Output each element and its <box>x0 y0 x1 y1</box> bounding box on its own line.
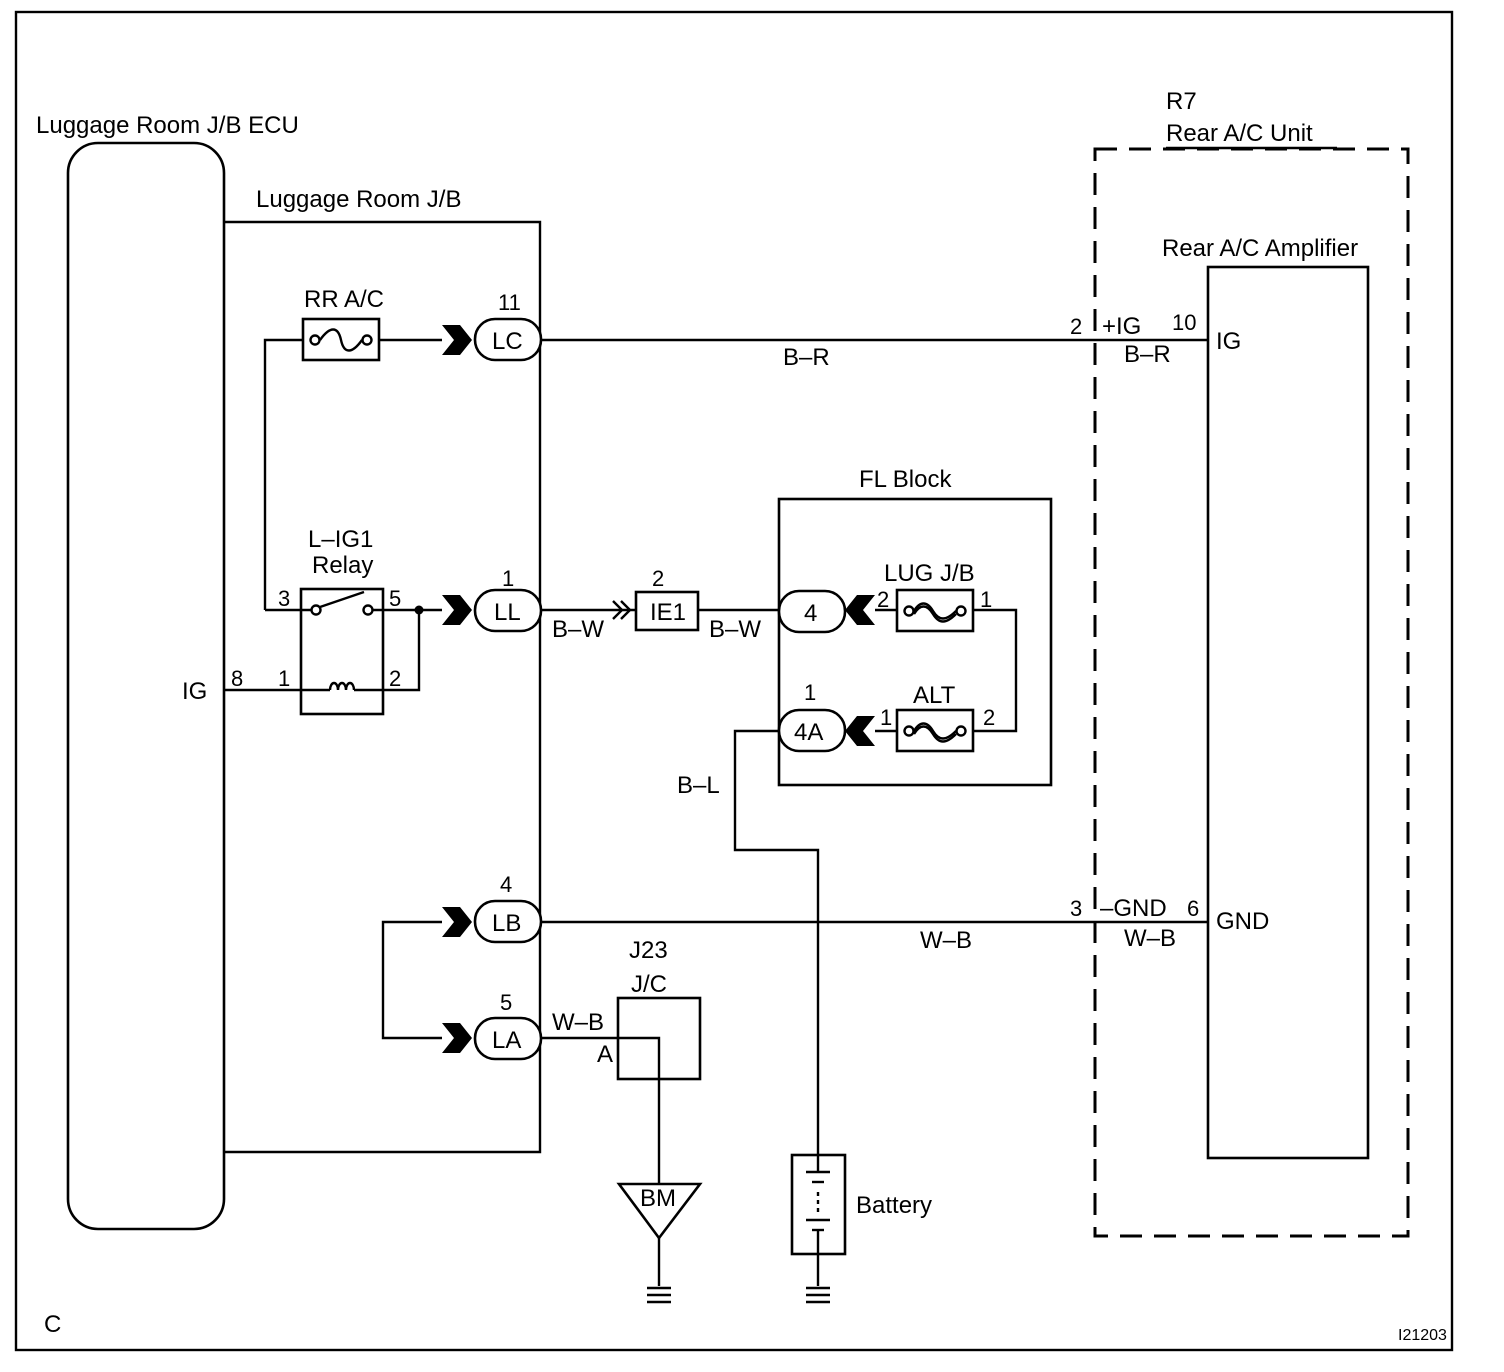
bm-ground-point-icon <box>616 1182 703 1241</box>
r7-unit-dashed-box <box>1093 147 1410 1238</box>
alt-pin-right: 2 <box>983 705 995 730</box>
battery-cells-icon <box>806 1155 830 1254</box>
j23-pin-a: A <box>597 1041 613 1068</box>
r7-ig-terminal: +IG <box>1102 313 1141 340</box>
r7-code: R7 <box>1166 88 1197 115</box>
relay-title-line1: L–IG1 <box>308 526 373 553</box>
relay-box <box>299 587 385 716</box>
fl-connector-4a-label: 4A <box>794 719 823 746</box>
connector-la-label: LA <box>492 1027 521 1054</box>
r7-br-label: B–R <box>1124 341 1171 368</box>
fusible-link-lug-jb <box>895 588 975 633</box>
j23-title-line2: J/C <box>631 971 667 998</box>
connector-lb-label: LB <box>492 910 521 937</box>
connector-lc-label: LC <box>492 328 523 355</box>
battery-label: Battery <box>856 1192 932 1219</box>
relay-title-line2: Relay <box>312 552 373 579</box>
alt-label: ALT <box>913 682 956 709</box>
r7-title: Rear A/C Unit <box>1166 120 1313 147</box>
amplifier-box <box>1206 265 1370 1160</box>
bm-ground-icon <box>647 1238 671 1304</box>
ie1-pin: 2 <box>652 566 664 591</box>
fuse-rr-ac <box>301 317 381 362</box>
connector-la-arrow-icon <box>442 1023 472 1053</box>
relay-switch-icon <box>265 590 442 616</box>
fl-connector-4a-arrow-icon <box>845 716 875 746</box>
wire-br-label: B–R <box>783 344 830 371</box>
wire-wb-label: W–B <box>920 927 972 954</box>
outer-frame <box>14 10 1454 1352</box>
ecu-box <box>66 141 226 1231</box>
fl-connector-4 <box>777 589 847 634</box>
bm-label: BM <box>640 1185 676 1212</box>
relay-pin8: 8 <box>231 666 243 691</box>
wire-bw-right-label: B–W <box>709 616 761 643</box>
lug-jb-label: LUG J/B <box>884 560 975 587</box>
ecu-title: Luggage Room J/B ECU <box>36 112 299 139</box>
connector-ll-pin: 1 <box>502 566 514 591</box>
fusible-link-alt <box>895 708 975 753</box>
r7-ig-pin-left: 2 <box>1070 314 1082 339</box>
relay-pin3: 3 <box>278 586 290 611</box>
wire-bw-left-label: B–W <box>552 616 604 643</box>
corner-label: C <box>44 1311 61 1338</box>
fuse-rr-ac-label: RR A/C <box>304 286 384 313</box>
wire-relay-coil-return <box>383 610 421 692</box>
jb-box <box>224 220 542 1154</box>
connector-lb-arrow-icon <box>442 907 472 937</box>
connector-ie1-label: IE1 <box>650 599 686 626</box>
connector-lc-arrow-icon <box>442 325 472 355</box>
lug-jb-pin-left: 2 <box>877 587 889 612</box>
wire-bl-label: B–L <box>677 772 720 799</box>
r7-gnd-pin-right: 6 <box>1187 896 1199 921</box>
amplifier-gnd-label: GND <box>1216 908 1269 935</box>
jb-title: Luggage Room J/B <box>256 186 461 213</box>
ie1-chevron-icon <box>612 600 632 620</box>
battery-ground-icon <box>806 1254 830 1304</box>
fl-block-title: FL Block <box>859 466 952 493</box>
relay-pin5: 5 <box>389 586 401 611</box>
fl-connector-4-label: 4 <box>804 600 817 627</box>
connector-ll-label: LL <box>494 599 521 626</box>
wire-lb-la-loop <box>381 920 442 1040</box>
wire-bl <box>733 729 820 1155</box>
wire-relay3-to-fuse <box>263 338 303 610</box>
ecu-ig-label: IG <box>182 678 207 705</box>
wire-wb-la-label: W–B <box>552 1009 604 1036</box>
connector-ll-arrow-icon <box>442 595 472 625</box>
relay-pin2: 2 <box>389 666 401 691</box>
wire-lugjb-to-alt <box>973 608 1018 733</box>
relay-pin1: 1 <box>278 666 290 691</box>
r7-gnd-terminal: –GND <box>1100 895 1167 922</box>
fl-connector-4a-pin: 1 <box>804 680 816 705</box>
connector-lc-pin: 11 <box>498 290 521 315</box>
relay-coil-icon <box>224 681 383 692</box>
wire-la-to-bm <box>541 1036 661 1184</box>
connector-la-pin: 5 <box>500 990 512 1015</box>
figure-id: I21203 <box>1398 1327 1447 1344</box>
amplifier-title: Rear A/C Amplifier <box>1162 235 1358 262</box>
connector-ie1 <box>634 590 700 632</box>
j23-title-line1: J23 <box>629 937 668 964</box>
r7-ig-pin-right: 10 <box>1172 310 1196 335</box>
r7-wb-label: W–B <box>1124 925 1176 952</box>
r7-gnd-pin-left: 3 <box>1070 896 1082 921</box>
alt-pin-left: 1 <box>880 705 892 730</box>
fl-connector-4-arrow-icon <box>845 595 875 625</box>
connector-lb-pin: 4 <box>500 872 512 897</box>
lug-jb-pin-right: 1 <box>980 587 992 612</box>
amplifier-ig-label: IG <box>1216 328 1241 355</box>
